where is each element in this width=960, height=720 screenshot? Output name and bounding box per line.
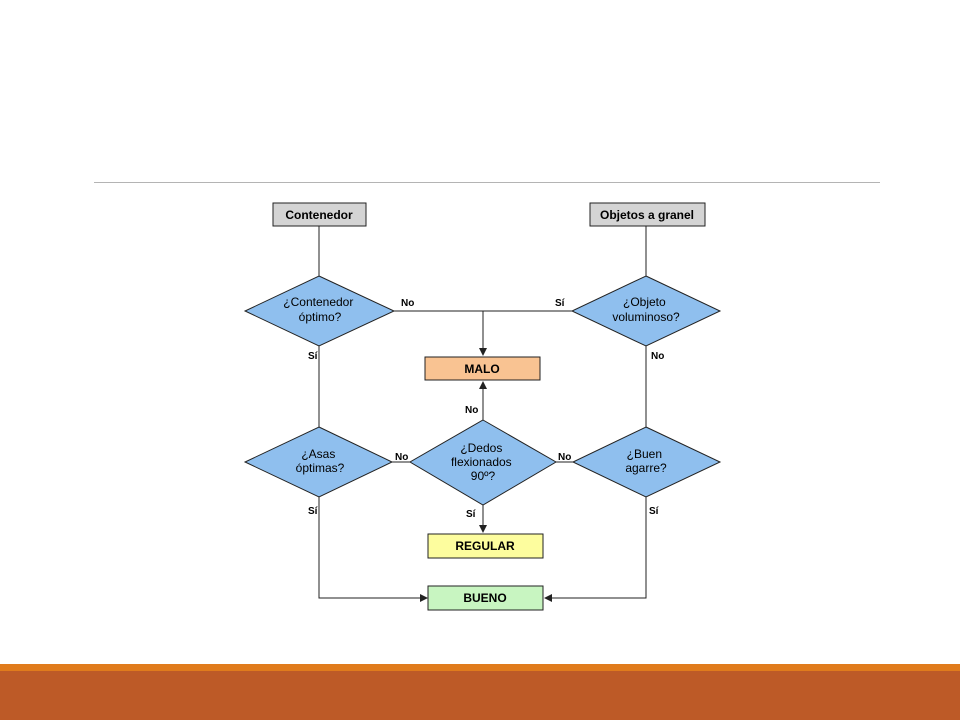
label-contenedor-optimo-si: Sí [308, 351, 319, 362]
decision-objeto-voluminoso-label: ¿Objeto voluminoso? [612, 295, 680, 324]
node-malo: MALO [424, 356, 541, 381]
decision-buen-agarre: ¿Buen agarre? [571, 426, 722, 498]
edge-labels: No Sí Sí No No No No Sí Sí Sí [308, 298, 664, 520]
decision-contenedor-optimo-shape [243, 275, 396, 347]
node-contenedor: Contenedor [272, 202, 367, 227]
label-objeto-voluminoso-no: No [651, 351, 664, 362]
decision-asas-optimas-line-2: óptimas? [296, 461, 345, 475]
label-agarre-si: Sí [649, 506, 660, 517]
node-bueno-label: BUENO [463, 591, 506, 605]
decision-buen-agarre-label: ¿Buen agarre? [625, 447, 667, 475]
node-regular-box [427, 533, 544, 559]
decision-asas-optimas-line-1: ¿Asas [301, 447, 335, 461]
decision-contenedor-optimo-line-2: óptimo? [299, 310, 342, 324]
decision-contenedor-optimo-line-1: ¿Contenedor [283, 295, 353, 309]
node-objetos-box [589, 202, 706, 227]
node-regular: REGULAR [427, 533, 544, 559]
decision-dedos-flexionados-label: ¿Dedos flexionados 90º? [451, 441, 515, 483]
decision-buen-agarre-shape [571, 426, 722, 498]
decision-dedos-flexionados-line-3: 90º? [471, 469, 496, 483]
label-dedos-si: Sí [466, 509, 477, 520]
node-bueno: BUENO [427, 585, 544, 611]
decision-contenedor-optimo-label: ¿Contenedor óptimo? [283, 295, 356, 324]
decision-objeto-voluminoso-line-1: ¿Objeto [623, 295, 666, 309]
decision-asas-optimas: ¿Asas óptimas? [243, 426, 394, 498]
decision-dedos-flexionados-shape [409, 419, 557, 506]
edge-asas-si-to-bueno [318, 497, 428, 602]
title-divider-line [94, 182, 880, 183]
node-malo-box [424, 356, 541, 381]
node-malo-label: MALO [464, 362, 499, 376]
node-objetos-a-granel: Objetos a granel [589, 202, 706, 227]
decision-objeto-voluminoso: ¿Objeto voluminoso? [570, 275, 722, 347]
label-contenedor-optimo-no: No [401, 298, 414, 309]
connectors [318, 226, 647, 602]
decision-dedos-flexionados: ¿Dedos flexionados 90º? [409, 419, 557, 506]
footer-accent-bar [0, 664, 960, 671]
footer-band [0, 671, 960, 720]
decision-contenedor-optimo: ¿Contenedor óptimo? [243, 275, 396, 347]
label-dedos-no-up: No [465, 405, 478, 416]
decision-objeto-voluminoso-line-2: voluminoso? [612, 310, 680, 324]
node-contenedor-label: Contenedor [285, 208, 353, 222]
node-bueno-box [427, 585, 544, 611]
decision-asas-optimas-shape [243, 426, 394, 498]
label-objeto-voluminoso-si: Sí [555, 298, 566, 309]
decision-buen-agarre-line-2: agarre? [625, 461, 667, 475]
decision-objeto-voluminoso-shape [570, 275, 722, 347]
node-contenedor-box [272, 202, 367, 227]
edge-agarre-si-to-bueno [544, 497, 647, 602]
decision-buen-agarre-line-1: ¿Buen [627, 447, 662, 461]
decision-dedos-flexionados-line-2: flexionados [451, 455, 512, 469]
decision-dedos-flexionados-line-1: ¿Dedos [460, 441, 502, 455]
label-asas-no: No [395, 452, 408, 463]
node-regular-label: REGULAR [455, 539, 515, 553]
label-asas-si: Sí [308, 506, 319, 517]
label-dedos-no-right: No [558, 452, 571, 463]
decision-asas-optimas-label: ¿Asas óptimas? [296, 447, 345, 475]
node-objetos-label: Objetos a granel [600, 208, 694, 222]
